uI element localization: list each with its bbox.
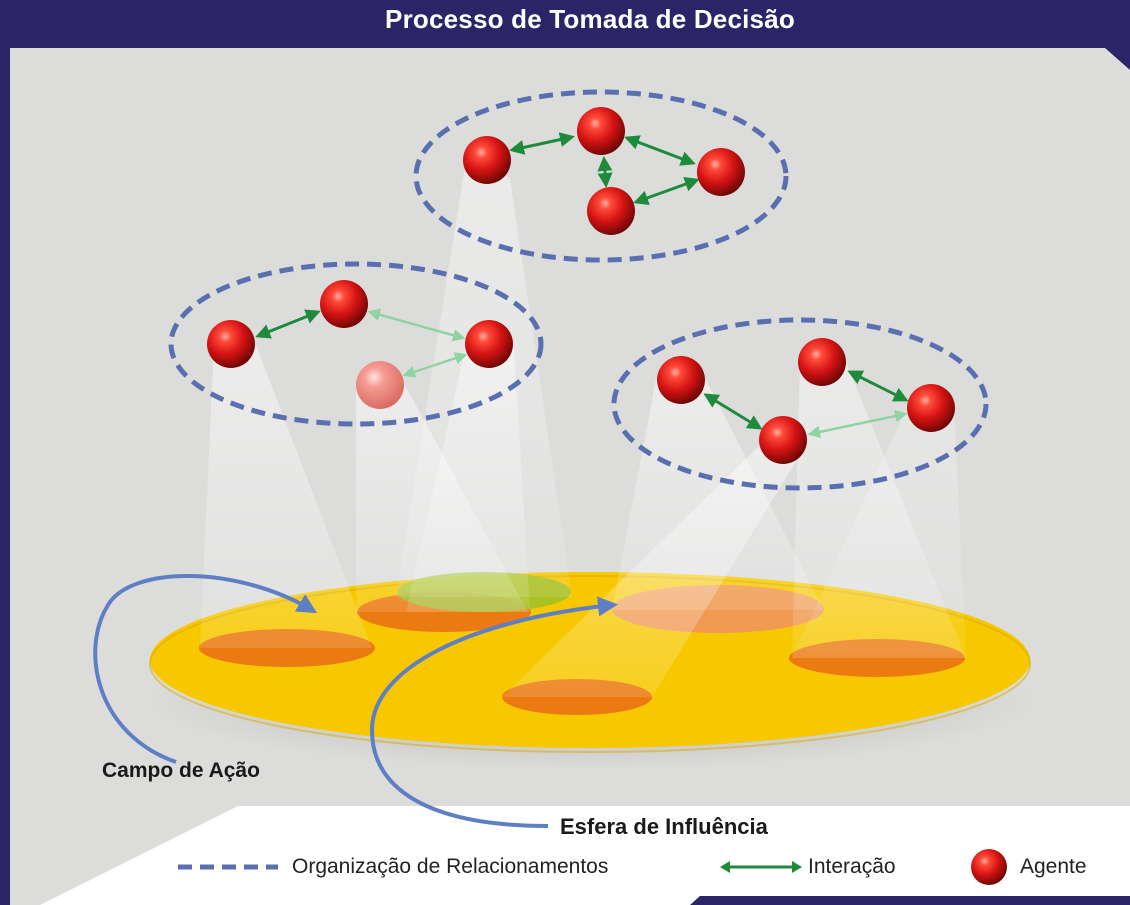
- title-bar: Processo de Tomada de Decisão: [0, 0, 1130, 72]
- legend-label-interacao: Interação: [808, 855, 896, 878]
- double-arrow-icon: [720, 861, 802, 873]
- agent-node-faded: [356, 361, 404, 409]
- diagram-title: Processo de Tomada de Decisão: [385, 3, 795, 34]
- agent-node: [207, 320, 255, 368]
- light-beam: [502, 445, 806, 697]
- agent-node: [463, 136, 511, 184]
- campo-de-acao-label: Campo de Ação: [102, 759, 260, 782]
- agent-node: [657, 356, 705, 404]
- organization-ellipse-left: [168, 261, 544, 427]
- legend-base-strip: [690, 896, 1130, 905]
- dashed-line-icon: [178, 864, 278, 870]
- agents: [207, 107, 955, 464]
- legend-background: [40, 806, 1130, 905]
- interaction-arrow: [847, 370, 909, 402]
- agent-node: [907, 384, 955, 432]
- interaction-arrow-faded: [402, 352, 468, 378]
- interaction-arrow: [633, 177, 700, 205]
- interaction-arrow: [509, 132, 575, 155]
- esfera-de-influencia-label: Esfera de Influência: [560, 814, 768, 839]
- light-beam: [200, 345, 372, 648]
- interaction-arrows: [255, 132, 909, 439]
- legend: Organização de Relacionamentos Interação: [170, 849, 1120, 885]
- interaction-arrow: [255, 309, 321, 339]
- interaction-arrow: [624, 135, 696, 166]
- legend-label-organizacao: Organização de Relacionamentos: [292, 855, 609, 878]
- agent-node: [577, 107, 625, 155]
- organization-ellipse-top: [413, 89, 789, 263]
- interaction-arrow-faded: [807, 409, 908, 439]
- agent-icon: [971, 849, 1007, 885]
- legend-label-agente: Agente: [1020, 855, 1087, 878]
- legend-item-interacao: Interação: [720, 850, 896, 884]
- agent-node: [759, 416, 807, 464]
- organization-ellipse-right: [611, 317, 989, 491]
- agent-node: [697, 148, 745, 196]
- agent-node: [587, 187, 635, 235]
- agent-node: [465, 320, 513, 368]
- agent-node: [798, 338, 846, 386]
- legend-item-agente: Agente: [970, 849, 1087, 885]
- interaction-arrow: [703, 393, 763, 430]
- agent-node: [320, 280, 368, 328]
- light-beam: [406, 345, 530, 612]
- interaction-arrow: [597, 156, 613, 188]
- action-field-rim: [149, 575, 1031, 753]
- interaction-arrow-faded: [367, 308, 466, 342]
- pointer-arrow-campo: [93, 574, 318, 764]
- pointer-arrow-esfera: [369, 596, 618, 828]
- legend-item-organizacao: Organização de Relacionamentos: [178, 850, 608, 884]
